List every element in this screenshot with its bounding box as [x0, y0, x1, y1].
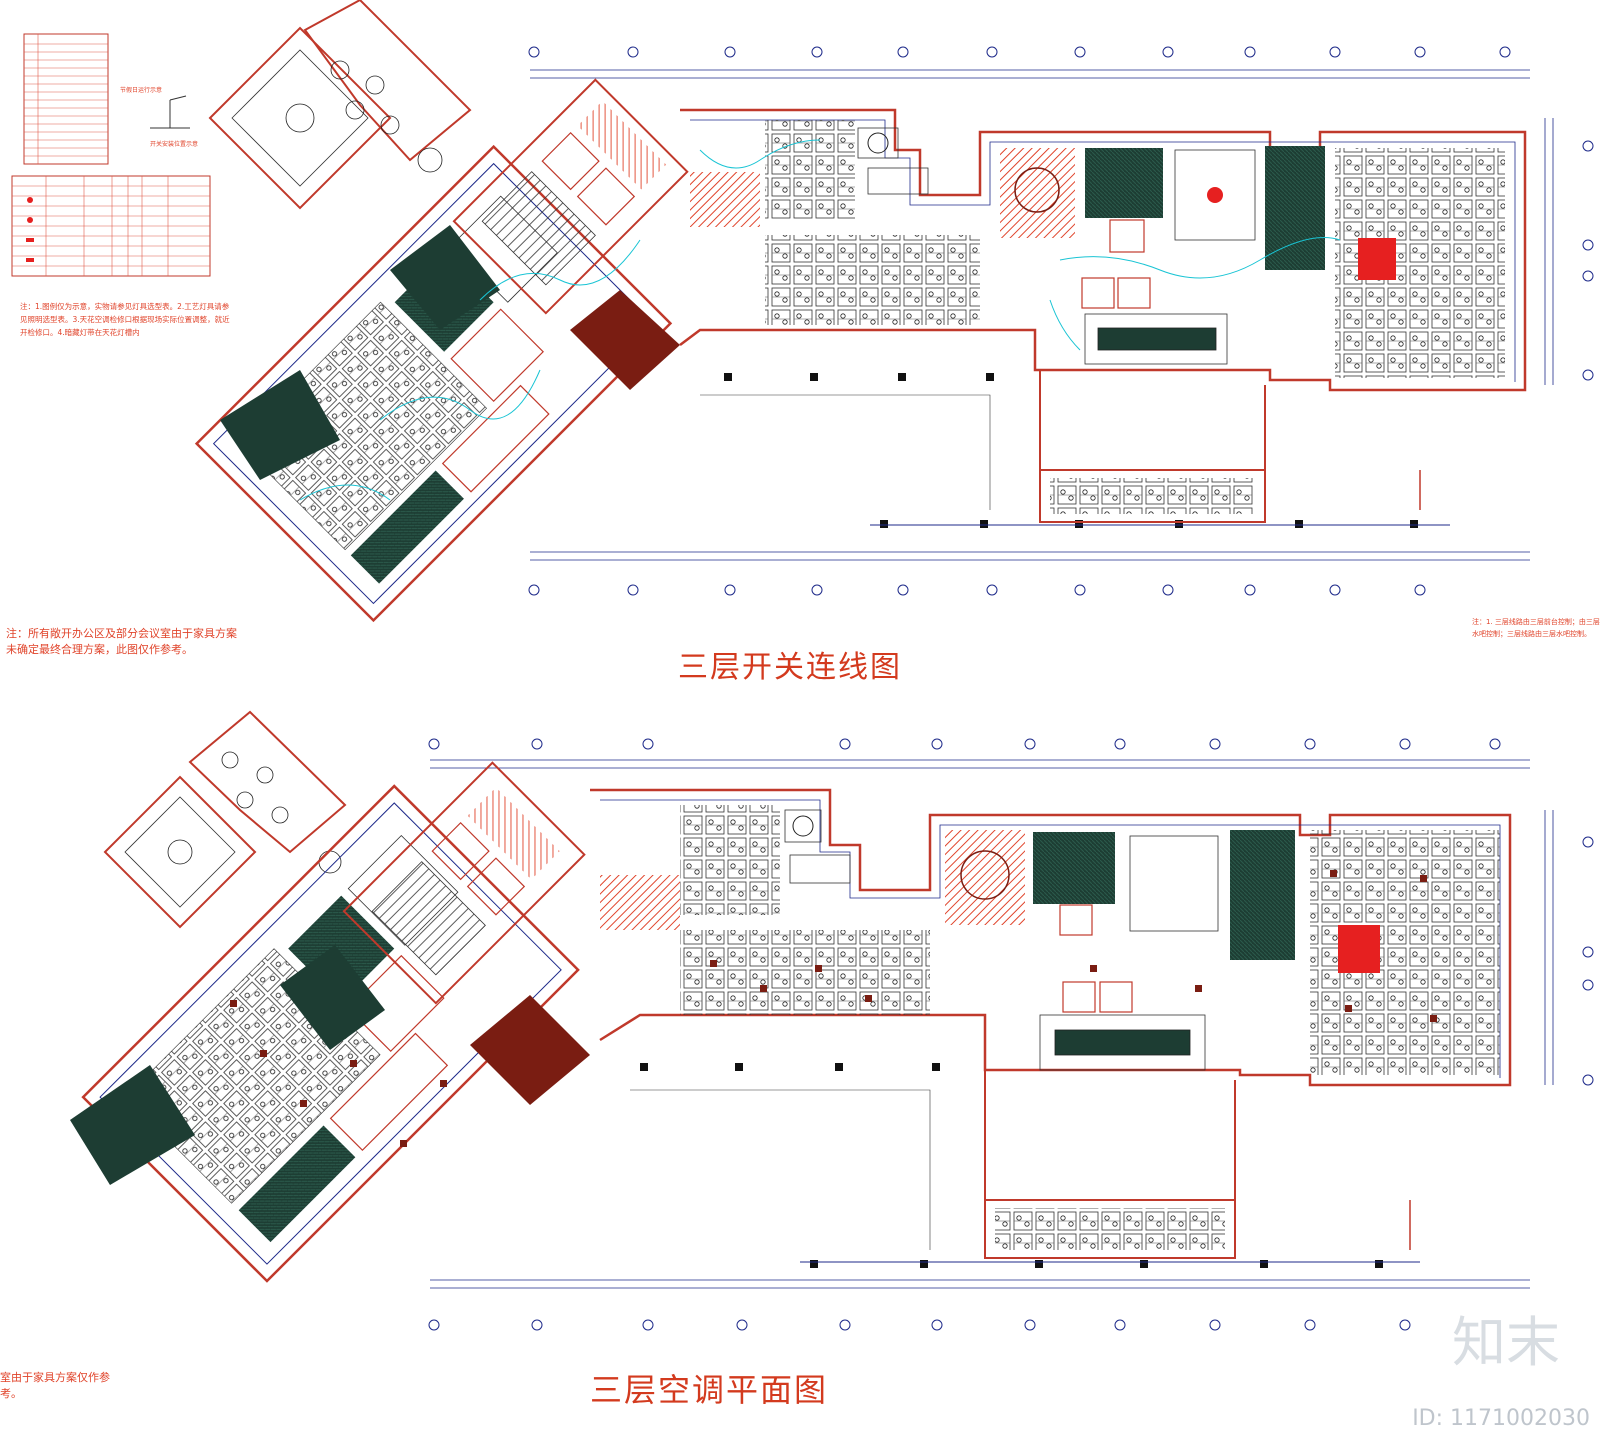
bottom-dimension-rails: [430, 759, 1554, 1289]
top-plan-diagonal-wing: [194, 0, 689, 623]
control-note: 注：1. 三层线路由三层前台控制；由三层水吧控制；三层线路由三层水吧控制。: [1472, 618, 1600, 638]
top-grid-bubbles: [528, 46, 1594, 596]
svg-text:开关安装位置示意: 开关安装位置示意: [150, 140, 198, 148]
bottom-plan-main-block: [590, 788, 1512, 1268]
svg-text:节假日运行示意: 节假日运行示意: [120, 86, 162, 94]
furniture-note-bottom: 室由于家具方案仅作参考。: [0, 1371, 110, 1400]
furniture-note-top: 注：所有敞开办公区及部分会议室由于家具方案未确定最终合理方案，此图仅作参考。: [6, 627, 237, 656]
top-dimension-rails: [530, 69, 1554, 561]
bottom-grid-bubbles: [428, 738, 1594, 1331]
bottom-plan-title: 三层空调平面图: [590, 1371, 829, 1409]
legend-tables: 节假日运行示意 开关安装位置示意: [11, 33, 211, 277]
watermark-id: ID: 1171002030: [1412, 1406, 1590, 1431]
top-plan-main-block: [679, 108, 1527, 528]
bottom-plan-diagonal-wing: [70, 710, 590, 1283]
top-plan-title: 三层开关连线图: [678, 650, 902, 685]
legend-note: 注：1.图例仅为示意，实物请参见灯具选型表。2.工艺灯具请参见照明选型表。3.天…: [20, 302, 230, 337]
watermark-logo: 知末: [1452, 1311, 1560, 1374]
